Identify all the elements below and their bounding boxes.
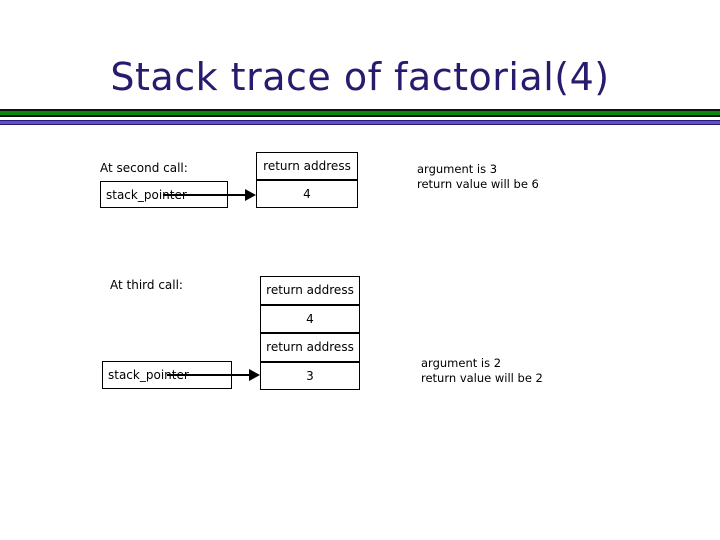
diagram-2-caption: At third call: [110,278,183,292]
divider-purple [0,120,720,125]
diagram-2-stack-pointer-label: stack_pointer [108,368,189,382]
diagram-1-annotation-line-2: return value will be 6 [417,177,539,191]
diagram-1-stack-pointer-label: stack_pointer [106,187,187,202]
diagram-1-stack-frame: return address 4 [256,152,358,208]
diagram-2-annotation-line-2: return value will be 2 [421,371,543,385]
diagram-2-pointer-arrow [167,369,260,381]
diagram-2-stack-cell: return address [261,332,359,361]
diagram-1-annotation: argument is 3 return value will be 6 [417,162,539,192]
diagram-2-stack-cell: 3 [261,360,359,390]
diagram-2-annotation: argument is 2 return value will be 2 [421,356,543,386]
diagram-1-stack-cell: 4 [257,179,357,207]
diagram-1-stack-cell: return address [263,159,351,173]
diagram-1-pointer-arrow [163,189,256,201]
page-title: Stack trace of factorial(4) [110,55,610,99]
diagram-2-annotation-line-1: argument is 2 [421,356,502,370]
diagram-2-stack-cell: 4 [261,303,359,333]
diagram-2-stack-frame: return address 4 return address 3 [260,276,360,390]
diagram-1-annotation-line-1: argument is 3 [417,162,498,176]
divider-green [0,109,720,117]
diagram-1-caption: At second call: [100,161,188,175]
diagram-2-stack-cell: return address [266,283,354,298]
